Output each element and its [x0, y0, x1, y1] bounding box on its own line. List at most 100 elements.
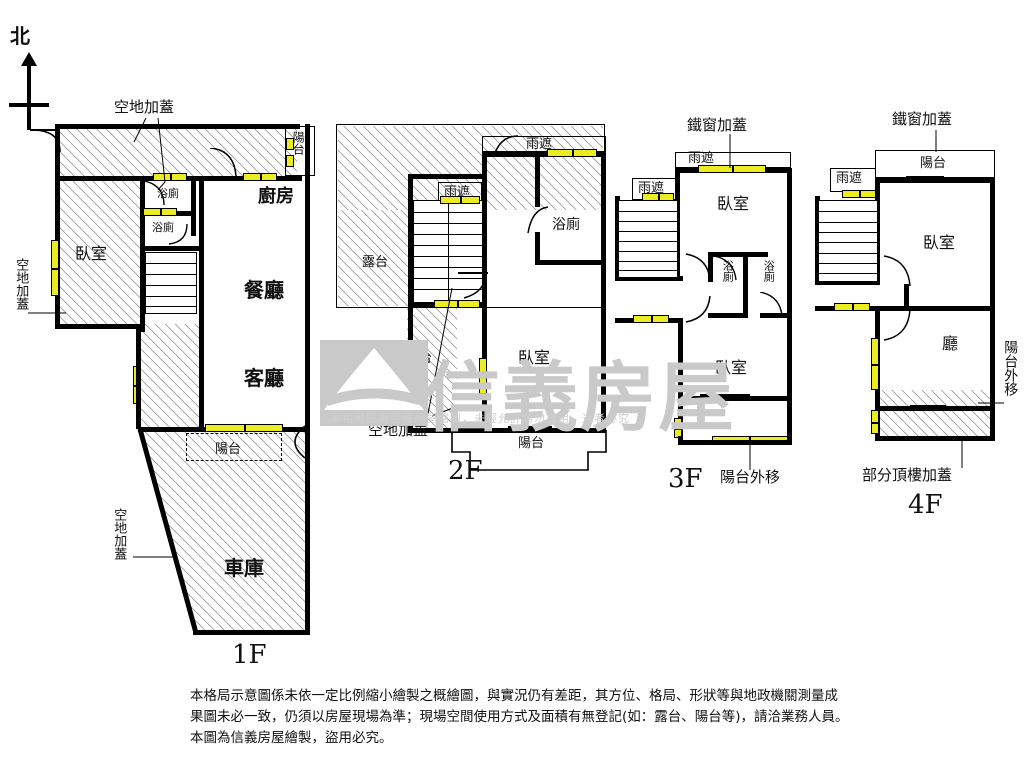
balcony-1f-living-label: 陽台 — [215, 442, 242, 457]
wall-4f-stair-bottom — [815, 280, 880, 285]
disclaimer-text: 本格局示意圖係未依一定比例縮小繪製之概繪圖，與實況仍有差距，其方位、格局、形狀等… — [190, 688, 849, 746]
wall-3f-left-lower — [678, 318, 683, 440]
annotation-3f-rain-shield-top: 雨遮 — [688, 151, 715, 166]
room-1f-living: 客廳 — [244, 366, 284, 390]
stairs-2f — [413, 200, 483, 303]
room-4f-bedroom: 臥室 — [923, 233, 956, 252]
annotation-3f-iron-window: 鐵窗加蓋 — [687, 116, 748, 134]
balcony-2f-label: 陽台 — [518, 436, 545, 451]
wall-2f-bath-left-lower — [535, 232, 540, 264]
annotation-4f-iron-window: 鐵窗加蓋 — [892, 110, 953, 128]
room-1f-bathroom-2: 浴廁 — [152, 221, 174, 234]
window-3f-hall — [633, 315, 669, 323]
room-3f-bathroom-1: 浴廁 — [721, 260, 735, 282]
leader-4f-iron — [934, 130, 938, 152]
annotation-3f-balcony-moved: 陽台外移 — [720, 468, 781, 486]
wall-2f-right — [601, 152, 606, 432]
window-4f-rain-shield — [842, 190, 876, 198]
wall-3f-stair-left — [615, 196, 620, 280]
hatch-4f-roof-cover — [880, 390, 992, 438]
door-2f-bedroom-top — [490, 134, 520, 158]
room-1f-dining: 餐廳 — [244, 278, 284, 302]
balcony-1f-living-dashed — [186, 433, 282, 461]
wall-4f-hall-bottom — [875, 406, 995, 411]
door-3f-bathroom-2 — [758, 291, 786, 318]
leader-1f-top — [120, 117, 210, 208]
leader-3f-iron — [728, 134, 732, 168]
wall-4f-bedroom-stub — [904, 284, 909, 308]
stairs-4f — [818, 200, 878, 282]
watermark-notice: 本格局圖為信義房屋繪製，未經允許請勿盜用，違者必究 — [330, 412, 630, 425]
room-4f-hall: 廳 — [942, 334, 959, 353]
wall-1f-corridor-right — [199, 181, 204, 431]
annotation-1f-vacant-cover-bottom: 空地加蓋 — [111, 508, 127, 560]
wall-1f-bedroom-bottom — [55, 324, 145, 329]
wall-2f-bottom — [408, 428, 606, 433]
wall-3f-bath-bottom — [708, 313, 748, 318]
room-3f-bedroom-1: 臥室 — [717, 194, 750, 213]
wall-2f-top — [482, 152, 606, 157]
wall-1f-garage-bottom — [193, 630, 310, 635]
wall-1f-right — [305, 124, 310, 634]
window-3f-top — [698, 165, 766, 173]
wall-1f-bath-vert-left — [140, 181, 145, 221]
wall-4f-mid-divider — [815, 306, 995, 311]
balcony-4f-outline — [875, 150, 995, 178]
floor-label-3f: 3F — [668, 464, 703, 494]
window-2f-stair — [440, 196, 480, 204]
window-1f-bath-top — [153, 173, 187, 181]
floor-plan-4f: 雨遮 陽台 — [815, 0, 1024, 530]
wall-3f-right — [787, 168, 792, 443]
wall-2f-stair-top — [408, 174, 486, 179]
wall-4f-bottom — [875, 436, 995, 441]
door-4f-hall — [880, 308, 914, 342]
stairs-1f — [145, 252, 197, 314]
room-3f-bathroom-2: 浴廁 — [762, 260, 776, 282]
door-1f-bathroom-2 — [167, 222, 191, 246]
wall-1f-top — [55, 124, 300, 129]
wall-3f-stair-bottom — [615, 276, 683, 281]
balcony-1f-outline — [285, 126, 315, 176]
wall-3f-bath-top — [708, 252, 768, 257]
floor-label-4f: 4F — [908, 490, 943, 520]
door-2f-bathroom — [520, 205, 550, 235]
wall-2f-stair-left — [408, 174, 413, 306]
balcony-2f-rail — [508, 426, 552, 428]
balcony-2f — [448, 430, 608, 472]
window-2f-bedroom-left — [479, 358, 487, 394]
floor-label-1f: 1F — [232, 640, 267, 670]
window-1f-balcony-a — [286, 138, 294, 150]
wall-1f-bedroom-right — [140, 179, 145, 329]
room-1f-bedroom: 臥室 — [75, 244, 108, 263]
room-2f-bathroom: 浴廁 — [552, 217, 580, 233]
leader-4f-balcony — [978, 390, 1004, 404]
window-4f-hall-side — [871, 338, 879, 390]
wall-1f-hall-left — [136, 329, 141, 429]
annotation-4f-roof-cover: 部分頂樓加蓋 — [862, 466, 953, 484]
annotation-1f-vacant-cover-left: 空地加蓋 — [13, 258, 29, 310]
balcony-1f-label: 陽台 — [291, 131, 306, 155]
wall-3f-bath-mid — [743, 252, 748, 318]
wall-1f-bath-vert-right — [191, 181, 196, 236]
wall-3f-balcony-bottom — [678, 440, 792, 445]
annotation-3f-rain-shield-left: 雨遮 — [638, 181, 665, 196]
window-1f-kitchen — [243, 173, 277, 181]
annotation-2f-rain-shield-top: 雨遮 — [526, 137, 553, 152]
window-3f-stair — [642, 193, 674, 201]
floor-label-2f: 2F — [448, 456, 483, 486]
wall-4f-top — [875, 178, 995, 183]
leader-2f-vacant — [390, 287, 460, 420]
rain-shield-2f-top-outline — [482, 136, 606, 152]
room-2f-terrace-1: 露台 — [362, 255, 389, 270]
room-3f-bedroom-2: 臥室 — [715, 358, 748, 377]
door-3f-bedroom-lower — [682, 292, 714, 324]
leader-3f-balcony — [748, 444, 752, 470]
room-1f-garage: 車庫 — [224, 556, 264, 580]
wall-1f-left-upper — [55, 124, 60, 329]
balcony-4f-label: 陽台 — [920, 156, 947, 171]
door-4f-bedroom — [880, 254, 914, 288]
door-1f-kitchen — [208, 147, 238, 178]
hatch-1f-bedroom — [57, 179, 141, 324]
room-1f-bathroom-1: 浴廁 — [157, 187, 179, 200]
